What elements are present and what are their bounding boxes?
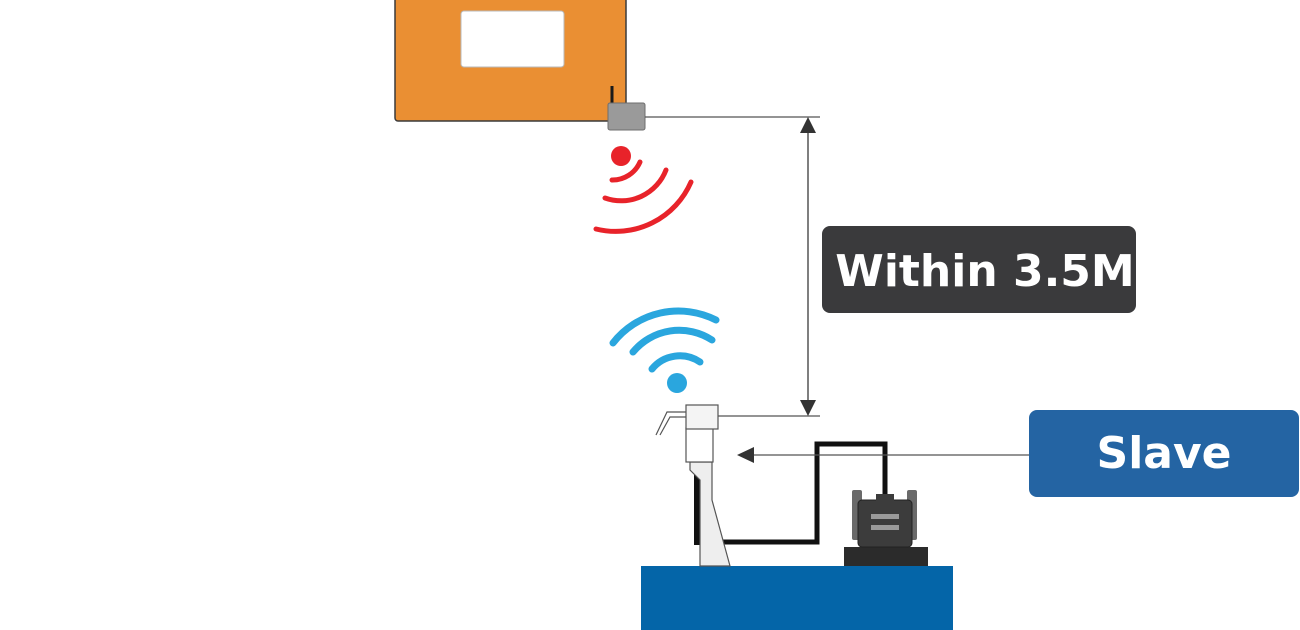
slave-unit-base — [844, 547, 928, 566]
base-platform — [641, 566, 953, 630]
master-device — [394, 0, 646, 131]
antenna-pole — [689, 461, 731, 567]
slave-pointer — [737, 447, 1030, 463]
slave-label: Slave — [1097, 428, 1232, 479]
slave-badge: Slave — [1029, 410, 1299, 497]
slave-pointer-arrow — [737, 447, 754, 463]
master-device-screen — [460, 10, 565, 68]
antenna-clamp — [685, 427, 714, 463]
antenna-hook — [655, 411, 686, 436]
dimension-arrow-down — [800, 400, 816, 416]
antenna-head — [685, 404, 719, 430]
distance-badge: Within 3.5M — [822, 226, 1136, 313]
distance-label: Within 3.5M — [835, 246, 1134, 297]
rf-signal-icon — [593, 146, 694, 234]
connection-cable — [723, 441, 888, 545]
wifi-signal-dot — [667, 373, 687, 393]
slave-unit — [844, 490, 928, 566]
distance-dimension — [645, 116, 820, 417]
master-antenna-module — [607, 102, 646, 131]
dimension-arrow-up — [800, 117, 816, 133]
rf-signal-dot — [611, 146, 631, 166]
slave-antenna — [655, 404, 731, 567]
wifi-signal-icon — [609, 307, 720, 393]
